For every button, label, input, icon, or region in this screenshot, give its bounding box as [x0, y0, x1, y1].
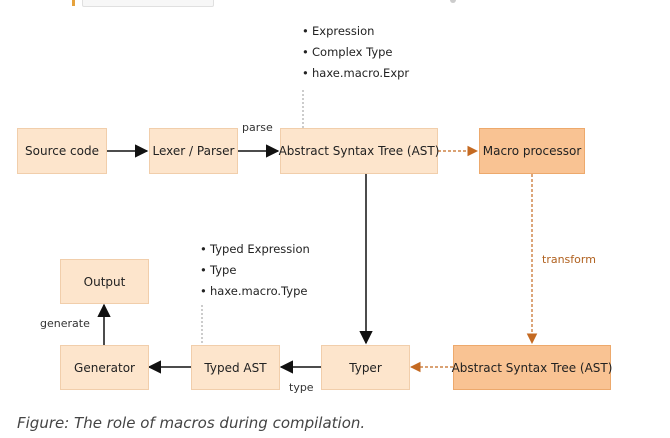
- label-type: type: [289, 381, 314, 394]
- figure-caption: Figure: The role of macros during compil…: [17, 414, 366, 432]
- ast-type-item: Expression: [302, 21, 409, 42]
- typed-types-list: Typed Expression Type haxe.macro.Type: [200, 239, 310, 302]
- node-generator: Generator: [60, 345, 149, 390]
- ast-type-item: Complex Type: [302, 42, 409, 63]
- accent-bar: [72, 0, 75, 6]
- label-transform: transform: [542, 253, 596, 266]
- ast-type-item: haxe.macro.Expr: [302, 63, 409, 84]
- node-output: Output: [60, 259, 149, 304]
- node-ast-transformed: Abstract Syntax Tree (AST): [452, 345, 612, 390]
- typed-type-item: Type: [200, 260, 310, 281]
- ast-types-list: Expression Complex Type haxe.macro.Expr: [302, 21, 409, 84]
- cutoff-mark: [450, 0, 456, 3]
- typed-type-item: haxe.macro.Type: [200, 281, 310, 302]
- node-typer: Typer: [321, 345, 410, 390]
- node-source-code: Source code: [17, 128, 107, 174]
- typed-type-item: Typed Expression: [200, 239, 310, 260]
- cutoff-field: [82, 0, 214, 7]
- node-ast: Abstract Syntax Tree (AST): [279, 128, 439, 174]
- label-generate: generate: [40, 317, 90, 330]
- node-lexer-parser: Lexer / Parser: [149, 128, 238, 174]
- node-typed-ast: Typed AST: [191, 345, 280, 390]
- top-cutoff-element: [72, 0, 214, 7]
- label-parse: parse: [242, 121, 273, 134]
- node-macro-processor: Macro processor: [479, 128, 585, 174]
